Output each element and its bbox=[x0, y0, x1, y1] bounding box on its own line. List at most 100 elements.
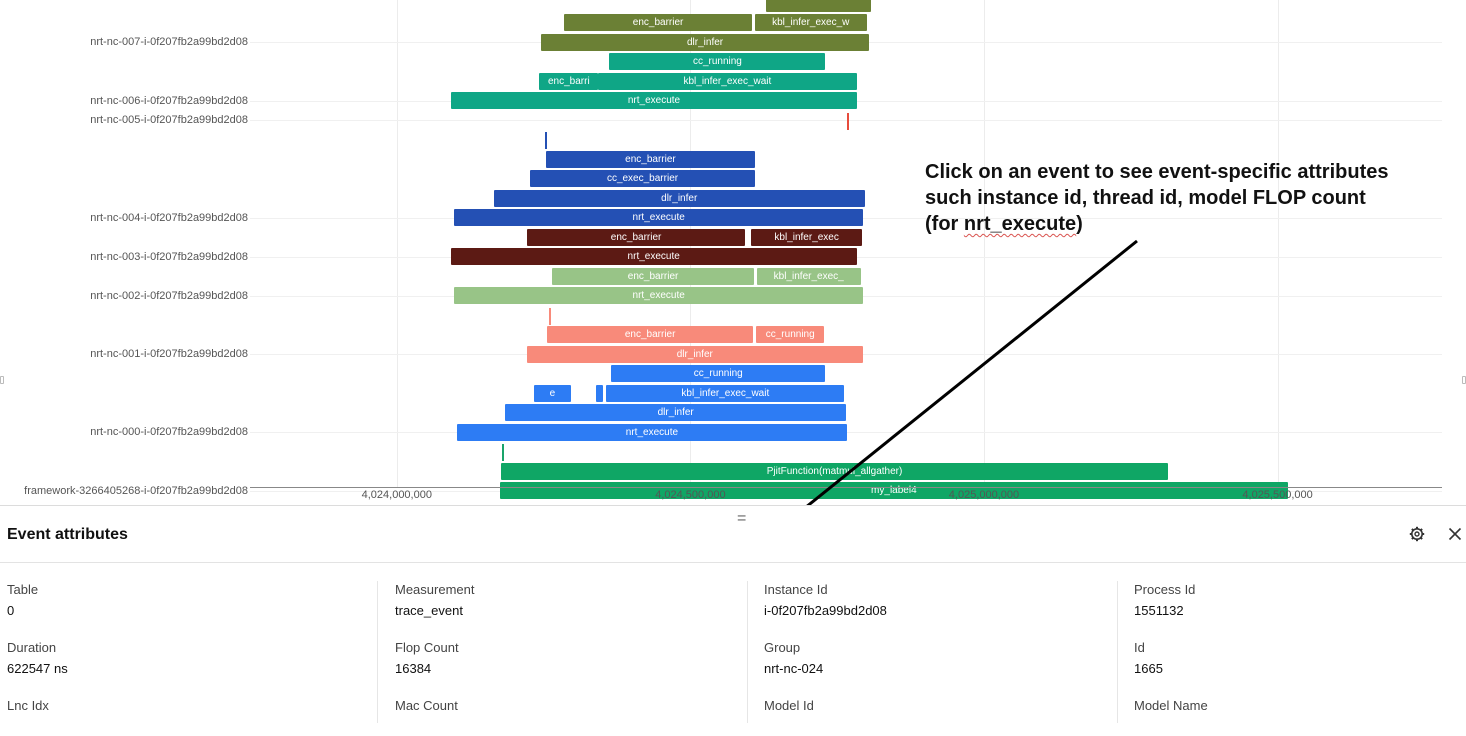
attribute-label: Instance Id bbox=[764, 582, 828, 597]
attribute-item[interactable]: Model Id bbox=[764, 697, 1104, 736]
attribute-item[interactable]: Measurement trace_event bbox=[395, 581, 735, 620]
annotation-term: nrt_execute bbox=[963, 213, 1077, 235]
panel-header-divider bbox=[0, 562, 1466, 563]
track-label: framework-3266405268-i-0f207fb2a99bd2d08 bbox=[24, 485, 248, 497]
attribute-label: Model Id bbox=[764, 698, 814, 713]
event-bar[interactable]: enc_barri bbox=[539, 72, 599, 90]
annotation-line-3-pre: (for bbox=[925, 213, 964, 235]
event-tick[interactable] bbox=[544, 132, 547, 149]
event-bar[interactable]: my_label4 bbox=[499, 482, 1289, 499]
column-divider bbox=[377, 581, 378, 723]
track-label: nrt-nc-003-i-0f207fb2a99bd2d08 bbox=[90, 251, 248, 263]
event-bar[interactable]: cc_running bbox=[609, 53, 826, 70]
annotation-line-2: such instance id, thread id, model FLOP … bbox=[925, 187, 1366, 209]
track-label: nrt-nc-005-i-0f207fb2a99bd2d08 bbox=[90, 114, 248, 126]
attribute-label: Table bbox=[7, 582, 39, 597]
attribute-label: Id bbox=[1134, 640, 1145, 655]
attribute-label: Process Id bbox=[1134, 582, 1196, 597]
attribute-item[interactable]: Flop Count 16384 bbox=[395, 639, 735, 678]
event-bar[interactable]: dlr_infer bbox=[540, 33, 870, 51]
track-label: nrt-nc-006-i-0f207fb2a99bd2d08 bbox=[90, 95, 248, 107]
event-tick[interactable] bbox=[548, 307, 551, 325]
event-bar[interactable]: cc_exec_barrier bbox=[530, 170, 755, 187]
event-tick[interactable] bbox=[502, 444, 505, 461]
attribute-value: nrt-nc-024 bbox=[764, 661, 824, 676]
event-bar[interactable]: cc_running bbox=[611, 365, 826, 382]
x-axis-line bbox=[250, 487, 1442, 488]
attribute-item[interactable]: Process Id 1551132 bbox=[1134, 581, 1466, 620]
event-bar[interactable]: dlr_infer bbox=[493, 189, 865, 207]
attribute-value: 1551132 bbox=[1134, 603, 1184, 618]
track-label: nrt-nc-002-i-0f207fb2a99bd2d08 bbox=[90, 290, 248, 302]
annotation-line-3-post: ) bbox=[1076, 213, 1083, 235]
annotation-line-1: Click on an event to see event-specific … bbox=[925, 161, 1389, 183]
attribute-item[interactable]: Table 0 bbox=[7, 581, 347, 620]
event-bar[interactable]: enc_barrier bbox=[527, 228, 745, 246]
annotation-callout: Click on an event to see event-specific … bbox=[925, 159, 1445, 237]
event-bar[interactable]: dlr_infer bbox=[526, 345, 864, 363]
track-row-line bbox=[250, 120, 1442, 121]
event-bar[interactable] bbox=[596, 384, 603, 402]
track-label: nrt-nc-000-i-0f207fb2a99bd2d08 bbox=[90, 426, 248, 438]
event-bar[interactable]: kbl_infer_exec_wait bbox=[606, 384, 845, 402]
event-bar[interactable]: kbl_infer_exec bbox=[750, 228, 863, 246]
x-axis-tick-label: 4,025,500,000 bbox=[1242, 489, 1313, 501]
column-divider bbox=[747, 581, 748, 723]
event-bar[interactable]: enc_barrier bbox=[552, 267, 754, 285]
event-bar[interactable]: enc_barrier bbox=[547, 326, 754, 343]
event-bar[interactable]: nrt_execute bbox=[450, 92, 858, 109]
gear-icon[interactable] bbox=[1407, 524, 1427, 544]
event-bar[interactable]: dlr_infer bbox=[505, 404, 846, 421]
column-divider bbox=[1117, 581, 1118, 723]
gridline bbox=[397, 0, 398, 487]
close-icon[interactable] bbox=[1445, 524, 1465, 544]
event-bar[interactable]: enc_barrier bbox=[564, 14, 753, 31]
attribute-value: 16384 bbox=[395, 661, 432, 676]
event-bar[interactable]: kbl_infer_exec_ bbox=[756, 267, 861, 285]
panel-resize-handle[interactable]: = bbox=[737, 510, 747, 527]
attribute-label: Model Name bbox=[1134, 698, 1208, 713]
event-bar[interactable]: nrt_execute bbox=[454, 209, 863, 226]
attribute-label: Measurement bbox=[395, 582, 475, 597]
attribute-label: Lnc Idx bbox=[7, 698, 49, 713]
track-label: nrt-nc-001-i-0f207fb2a99bd2d08 bbox=[90, 348, 248, 360]
track-label: nrt-nc-004-i-0f207fb2a99bd2d08 bbox=[90, 212, 248, 224]
right-scroll-handle[interactable] bbox=[1462, 376, 1466, 384]
event-bar[interactable]: nrt_execute bbox=[450, 248, 857, 265]
attribute-label: Mac Count bbox=[395, 698, 458, 713]
attribute-label: Group bbox=[764, 640, 801, 655]
attribute-value bbox=[395, 718, 735, 736]
event-bar[interactable]: cc_running bbox=[756, 326, 825, 343]
attribute-value bbox=[1134, 718, 1466, 736]
panel-title: Event attributes bbox=[7, 526, 128, 543]
event-bar[interactable]: nrt_execute bbox=[454, 287, 863, 304]
attribute-value: 622547 ns bbox=[7, 661, 68, 676]
attribute-label: Flop Count bbox=[395, 640, 459, 655]
event-tick[interactable] bbox=[846, 112, 849, 130]
event-bar[interactable]: nrt_execute bbox=[457, 423, 847, 441]
event-bar[interactable] bbox=[765, 0, 871, 12]
event-bar[interactable]: kbl_infer_exec_w bbox=[754, 14, 867, 31]
attribute-value: 0 bbox=[7, 603, 15, 618]
x-axis-tick-label: 4,024,000,000 bbox=[361, 489, 432, 501]
attribute-value bbox=[7, 718, 347, 736]
annotation-line-3: (for nrt_execute) bbox=[925, 211, 1445, 237]
event-bar[interactable]: PjitFunction(matmul_allgather) bbox=[501, 462, 1168, 480]
attribute-value: trace_event bbox=[395, 603, 463, 618]
x-axis-tick-label: 4,025,000,000 bbox=[948, 489, 1020, 501]
event-attributes-panel: = Event attributes Table 0 Measurement trac… bbox=[0, 505, 1466, 723]
event-bar[interactable]: enc_barrier bbox=[545, 150, 755, 168]
attribute-value: 1665 bbox=[1134, 661, 1163, 676]
attribute-item[interactable]: Group nrt-nc-024 bbox=[764, 639, 1104, 678]
attribute-item[interactable]: Mac Count bbox=[395, 697, 735, 736]
attribute-item[interactable]: Lnc Idx bbox=[7, 697, 347, 736]
left-scroll-handle[interactable] bbox=[0, 376, 4, 384]
attribute-item[interactable]: Id 1665 bbox=[1134, 639, 1466, 678]
event-bar[interactable]: e bbox=[533, 384, 572, 402]
gridline bbox=[1278, 0, 1279, 487]
attribute-item[interactable]: Model Name bbox=[1134, 697, 1466, 736]
event-bar[interactable]: kbl_infer_exec_wait bbox=[598, 72, 857, 90]
